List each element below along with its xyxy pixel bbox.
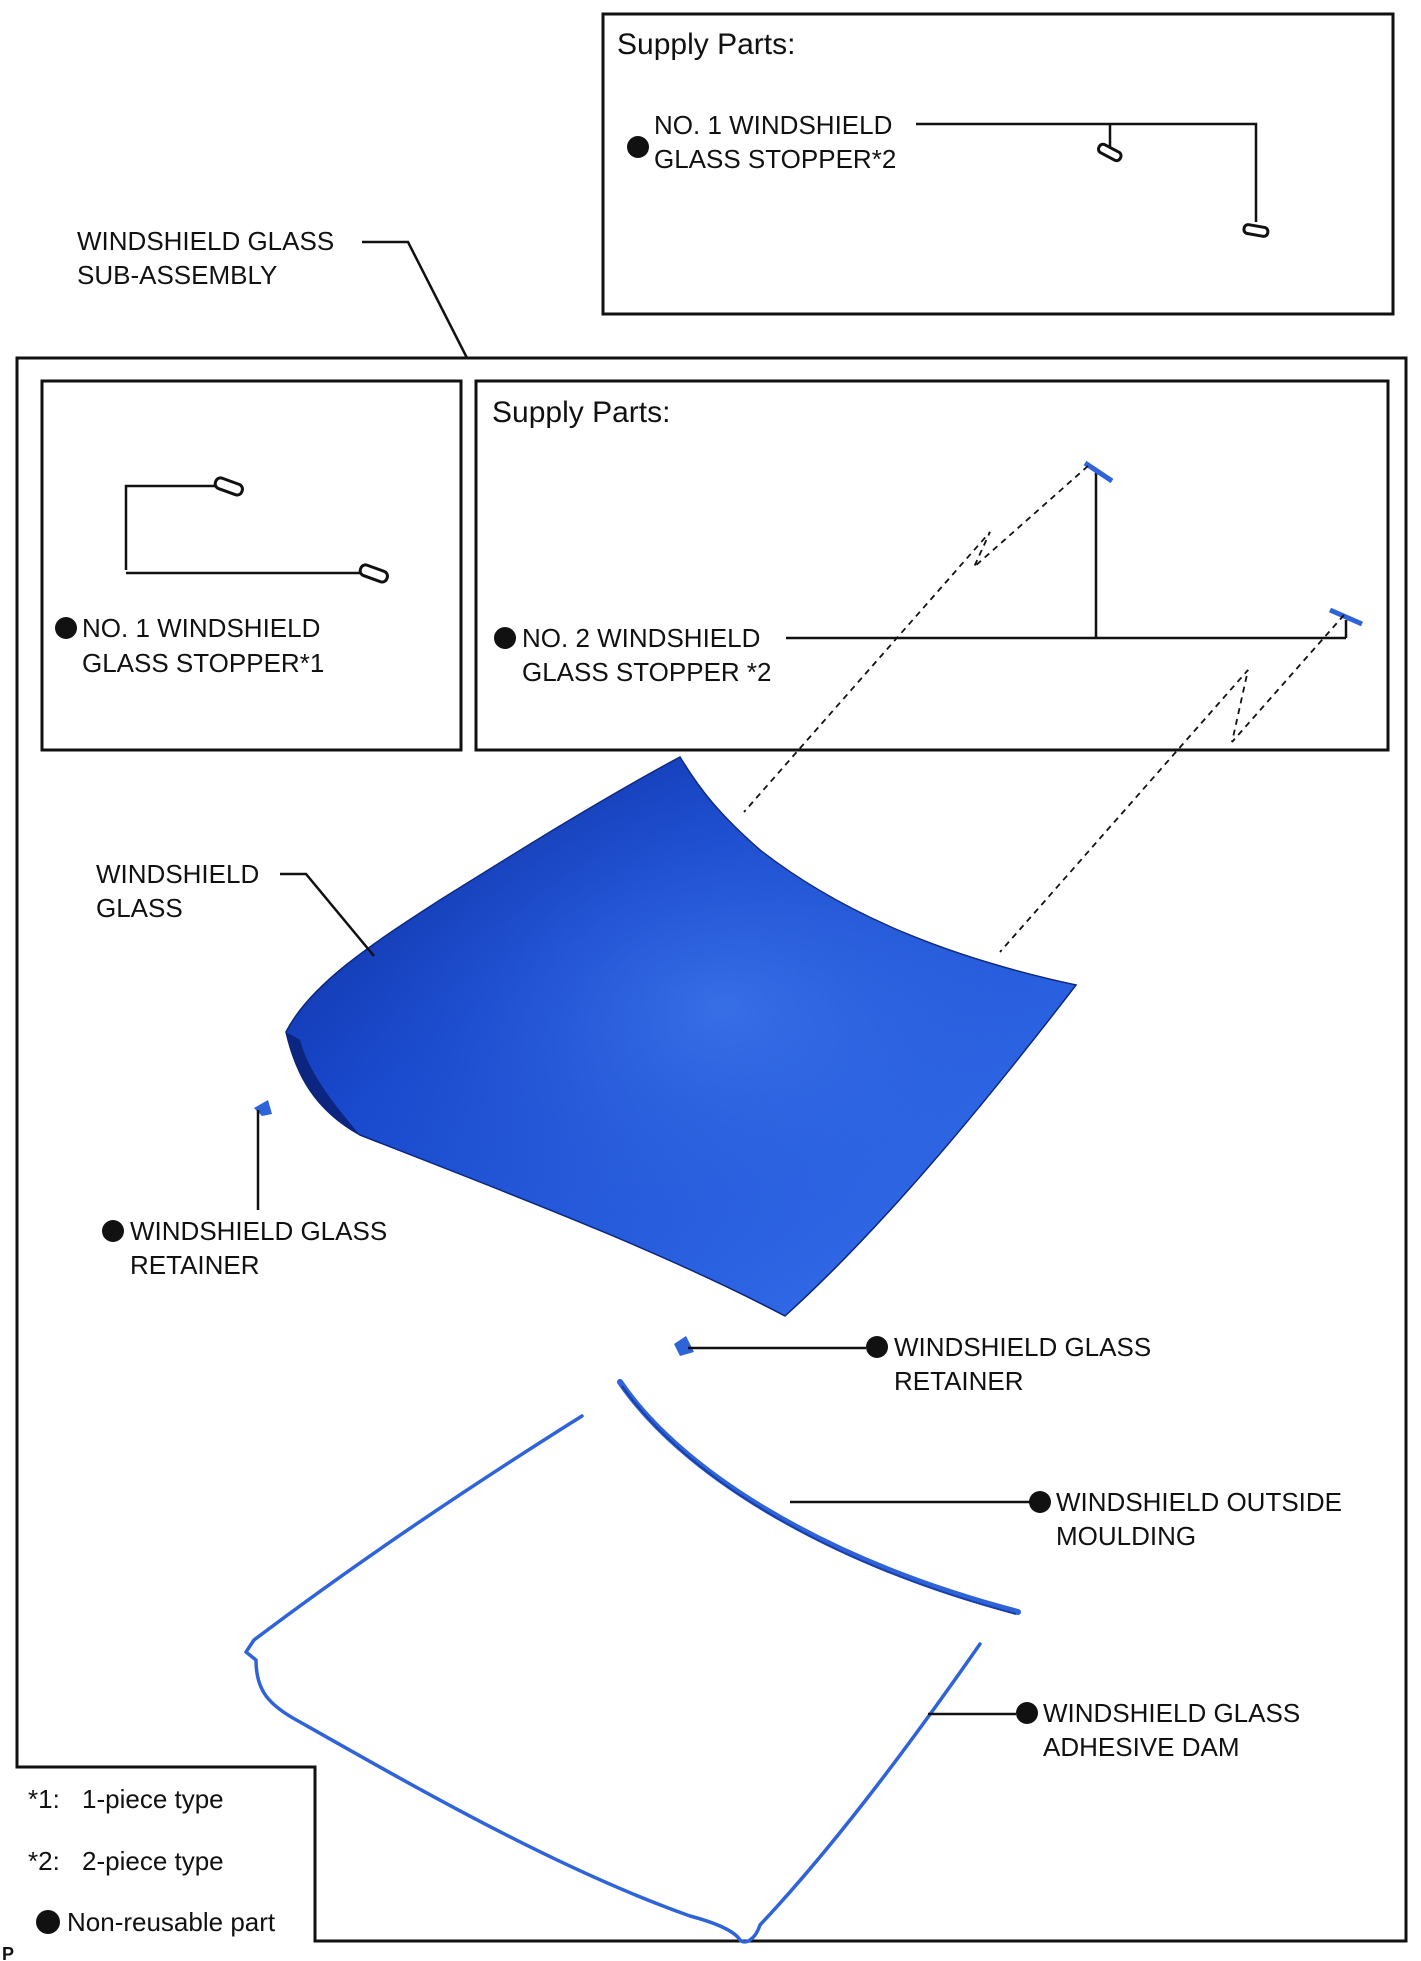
right-inner-box: Supply Parts: NO. 2 WINDSHIELD GLASS STO…: [474, 379, 1390, 752]
windshield-glass-leader-line: [280, 872, 375, 957]
sub-assembly-leader-line: [362, 240, 469, 359]
non-reusable-icon: [55, 617, 77, 639]
install-dashed-lines: [743, 465, 1345, 953]
non-reusable-icon: [102, 1220, 124, 1242]
legend-note2-text: 2-piece type: [82, 1846, 224, 1876]
retainer-right-label-line1: WINDSHIELD GLASS: [894, 1332, 1151, 1362]
retainer-left: WINDSHIELD GLASS RETAINER: [102, 1100, 387, 1280]
non-reusable-icon: [36, 1910, 60, 1934]
left-inner-box: NO. 1 WINDSHIELD GLASS STOPPER*1: [40, 379, 463, 752]
non-reusable-icon: [1029, 1491, 1051, 1513]
top-box-part-line2: GLASS STOPPER*2: [654, 144, 896, 174]
moulding-label-line1: WINDSHIELD OUTSIDE: [1056, 1487, 1342, 1517]
windshield-glass-label-line1: WINDSHIELD: [96, 859, 259, 889]
sub-assembly-line1: WINDSHIELD GLASS: [77, 226, 334, 256]
non-reusable-icon: [494, 627, 516, 649]
windshield-glass-label: WINDSHIELD GLASS: [96, 859, 375, 957]
legend-note3-text: Non-reusable part: [67, 1907, 276, 1937]
legend-note2-key: *2:: [28, 1846, 60, 1876]
retainer-right: WINDSHIELD GLASS RETAINER: [674, 1332, 1151, 1396]
retainer-left-label-line1: WINDSHIELD GLASS: [130, 1216, 387, 1246]
top-box-leader-line: [916, 122, 1258, 222]
moulding-label-line2: MOULDING: [1056, 1521, 1196, 1551]
stopper-no1-icon: [358, 563, 389, 584]
stopper-no1-icon: [1242, 223, 1270, 238]
adhesive-dam: WINDSHIELD GLASS ADHESIVE DAM: [244, 1414, 1300, 1944]
right-box-header: Supply Parts:: [492, 396, 670, 429]
windshield-glass: [285, 756, 1078, 1317]
sub-assembly-label: WINDSHIELD GLASS SUB-ASSEMBLY: [77, 226, 469, 359]
left-box-part-line2: GLASS STOPPER*1: [82, 648, 324, 678]
non-reusable-icon: [866, 1336, 888, 1358]
adhesive-dam-label-line1: WINDSHIELD GLASS: [1043, 1698, 1300, 1728]
right-box-part-line1: NO. 2 WINDSHIELD: [522, 623, 760, 653]
left-box-part-line1: NO. 1 WINDSHIELD: [82, 613, 320, 643]
legend-note1-key: *1:: [28, 1784, 60, 1814]
outside-moulding: WINDSHIELD OUTSIDE MOULDING: [617, 1379, 1342, 1615]
corner-mark: P: [2, 1944, 14, 1961]
windshield-glass-label-line2: GLASS: [96, 893, 183, 923]
retainer-left-label-line2: RETAINER: [130, 1250, 260, 1280]
stopper-no2-icon: [1083, 460, 1114, 484]
left-box-leader-line: [124, 484, 215, 570]
stopper-no2-icon: [1328, 607, 1364, 627]
top-box-header: Supply Parts:: [617, 28, 795, 61]
non-reusable-icon: [1016, 1702, 1038, 1724]
legend-note1-text: 1-piece type: [82, 1784, 224, 1814]
right-box-part-line2: GLASS STOPPER *2: [522, 657, 772, 687]
top-supply-parts-box: Supply Parts: NO. 1 WINDSHIELD GLASS STO…: [601, 12, 1395, 316]
stopper-no1-icon: [1096, 142, 1123, 163]
adhesive-dam-label-line2: ADHESIVE DAM: [1043, 1732, 1240, 1762]
stopper-no1-icon: [213, 476, 244, 497]
legend: *1: 1-piece type *2: 2-piece type Non-re…: [28, 1784, 276, 1937]
top-box-part-line1: NO. 1 WINDSHIELD: [654, 110, 892, 140]
sub-assembly-line2: SUB-ASSEMBLY: [77, 260, 277, 290]
non-reusable-icon: [627, 136, 649, 158]
retainer-right-label-line2: RETAINER: [894, 1366, 1024, 1396]
main-frame: [15, 356, 1408, 1943]
